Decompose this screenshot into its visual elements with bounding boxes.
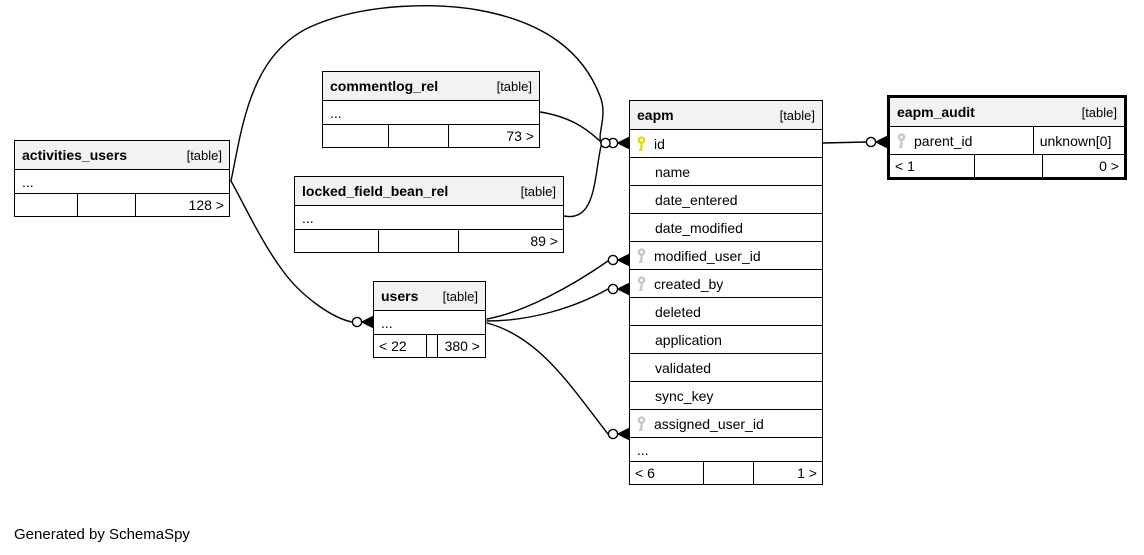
table-locked_field_bean_rel[interactable]: locked_field_bean_rel [table] ... 89 > <box>294 176 564 253</box>
column-name: date_entered <box>655 191 738 208</box>
column-row-sync_key: sync_key <box>630 382 822 410</box>
edge-commentlog_rel-eapm <box>539 111 602 143</box>
column-row-parent_id: parent_id unknown[0] <box>890 127 1124 155</box>
stat-cell <box>425 335 437 357</box>
primary-key-icon <box>637 135 646 151</box>
foreign-key-icon <box>897 132 906 148</box>
collapsed-columns-row: ... <box>15 170 229 194</box>
collapsed-columns-row: ... <box>374 311 485 335</box>
stat-cell: < 22 <box>379 338 407 354</box>
cardinality-icon-eapm_audit-parent_id <box>865 135 888 149</box>
column-row-modified_user_id: modified_user_id <box>630 242 822 270</box>
stat-cell: 89 > <box>458 230 563 252</box>
table-stats-row: < 6 1 > <box>630 462 822 484</box>
foreign-key-icon <box>637 275 646 291</box>
stat-cell: < 1 <box>895 158 915 174</box>
column-name: validated <box>655 359 712 376</box>
column-name: name <box>655 163 691 180</box>
stat-cell <box>295 230 378 252</box>
stat-cell <box>974 155 1042 177</box>
table-stats-row: 73 > <box>323 125 539 147</box>
cardinality-icon-eapm-id <box>600 136 630 150</box>
collapsed-columns-row: ... <box>323 101 539 125</box>
cardinality-icon-eapm-created_by <box>607 282 630 296</box>
cardinality-icon-eapm-assigned_user_id <box>607 427 630 441</box>
table-users[interactable]: users [table] ... < 22 380 > <box>373 281 486 358</box>
generator-credit: Generated by SchemaSpy <box>14 526 190 543</box>
stat-cell: 380 > <box>436 335 485 357</box>
table-header: commentlog_rel [table] <box>323 72 539 101</box>
edge-users-eapm-created_by <box>486 288 609 322</box>
table-type-label: [table] <box>442 288 478 304</box>
table-activities_users[interactable]: activities_users [table] ... 128 > <box>14 140 230 217</box>
column-name: assigned_user_id <box>654 415 764 432</box>
table-type-label: [table] <box>520 183 556 199</box>
stat-cell <box>15 194 77 216</box>
column-row-date_modified: date_modified <box>630 214 822 242</box>
table-header: eapm_audit [table] <box>890 98 1124 127</box>
foreign-key-icon <box>637 247 646 263</box>
foreign-key-icon <box>637 415 646 431</box>
stat-cell: 73 > <box>448 125 539 147</box>
table-name[interactable]: users <box>381 288 419 304</box>
column-name: date_modified <box>655 219 743 236</box>
table-stats-row: 89 > <box>295 230 563 252</box>
cardinality-icon-users <box>351 315 374 329</box>
edge-locked_field_bean_rel-eapm <box>563 145 602 218</box>
column-row-deleted: deleted <box>630 298 822 326</box>
stat-cell: < 6 <box>635 465 655 481</box>
table-name[interactable]: commentlog_rel <box>330 78 439 94</box>
column-row-name: name <box>630 158 822 186</box>
edge-users-eapm-assigned_user_id <box>486 322 609 435</box>
collapsed-columns-row: ... <box>630 438 822 462</box>
table-name[interactable]: locked_field_bean_rel <box>302 183 449 199</box>
column-type-cell: unknown[0] <box>1032 127 1124 154</box>
table-header: locked_field_bean_rel [table] <box>295 177 563 206</box>
stat-cell: 128 > <box>134 194 229 216</box>
column-name: application <box>655 331 722 348</box>
table-eapm_audit[interactable]: eapm_audit [table] parent_id unknown[0] … <box>887 95 1127 180</box>
stat-cell: 1 > <box>752 462 822 484</box>
stat-cell <box>323 125 388 147</box>
table-name[interactable]: eapm_audit <box>897 104 975 120</box>
stat-cell: 0 > <box>1042 155 1124 177</box>
column-name-cell: parent_id <box>890 127 1033 154</box>
column-name: modified_user_id <box>654 247 761 264</box>
table-name[interactable]: activities_users <box>22 147 128 163</box>
table-commentlog_rel[interactable]: commentlog_rel [table] ... 73 > <box>322 71 540 148</box>
column-name: id <box>654 135 665 152</box>
table-header: users [table] <box>374 282 485 311</box>
table-stats-row: 128 > <box>15 194 229 216</box>
column-row-date_entered: date_entered <box>630 186 822 214</box>
table-header: activities_users [table] <box>15 141 229 170</box>
table-stats-row: < 1 0 > <box>890 155 1124 177</box>
table-eapm[interactable]: eapm [table] id name date_entered date_m… <box>629 100 823 485</box>
collapsed-columns-row: ... <box>295 206 563 230</box>
stat-cell <box>378 230 458 252</box>
column-row-validated: validated <box>630 354 822 382</box>
table-header: eapm [table] <box>630 101 822 130</box>
edge-users-eapm-modified_user_id <box>486 260 609 320</box>
table-type-label: [table] <box>1081 104 1117 120</box>
column-name: parent_id <box>914 132 973 149</box>
table-type-label: [table] <box>186 147 222 163</box>
edge-eapm-eapm_audit <box>822 141 867 144</box>
stat-cell <box>77 194 135 216</box>
column-row-application: application <box>630 326 822 354</box>
table-type-label: [table] <box>496 78 532 94</box>
column-name: sync_key <box>655 387 714 404</box>
stat-cell <box>387 125 448 147</box>
column-row-assigned_user_id: assigned_user_id <box>630 410 822 438</box>
column-name: created_by <box>654 275 724 292</box>
stat-cell <box>702 462 753 484</box>
table-type-label: [table] <box>779 107 815 123</box>
column-row-created_by: created_by <box>630 270 822 298</box>
table-stats-row: < 22 380 > <box>374 335 485 357</box>
column-name: deleted <box>655 303 701 320</box>
column-row-id: id <box>630 130 822 158</box>
table-name[interactable]: eapm <box>637 107 674 123</box>
cardinality-icon-eapm-modified_user_id <box>607 253 630 267</box>
